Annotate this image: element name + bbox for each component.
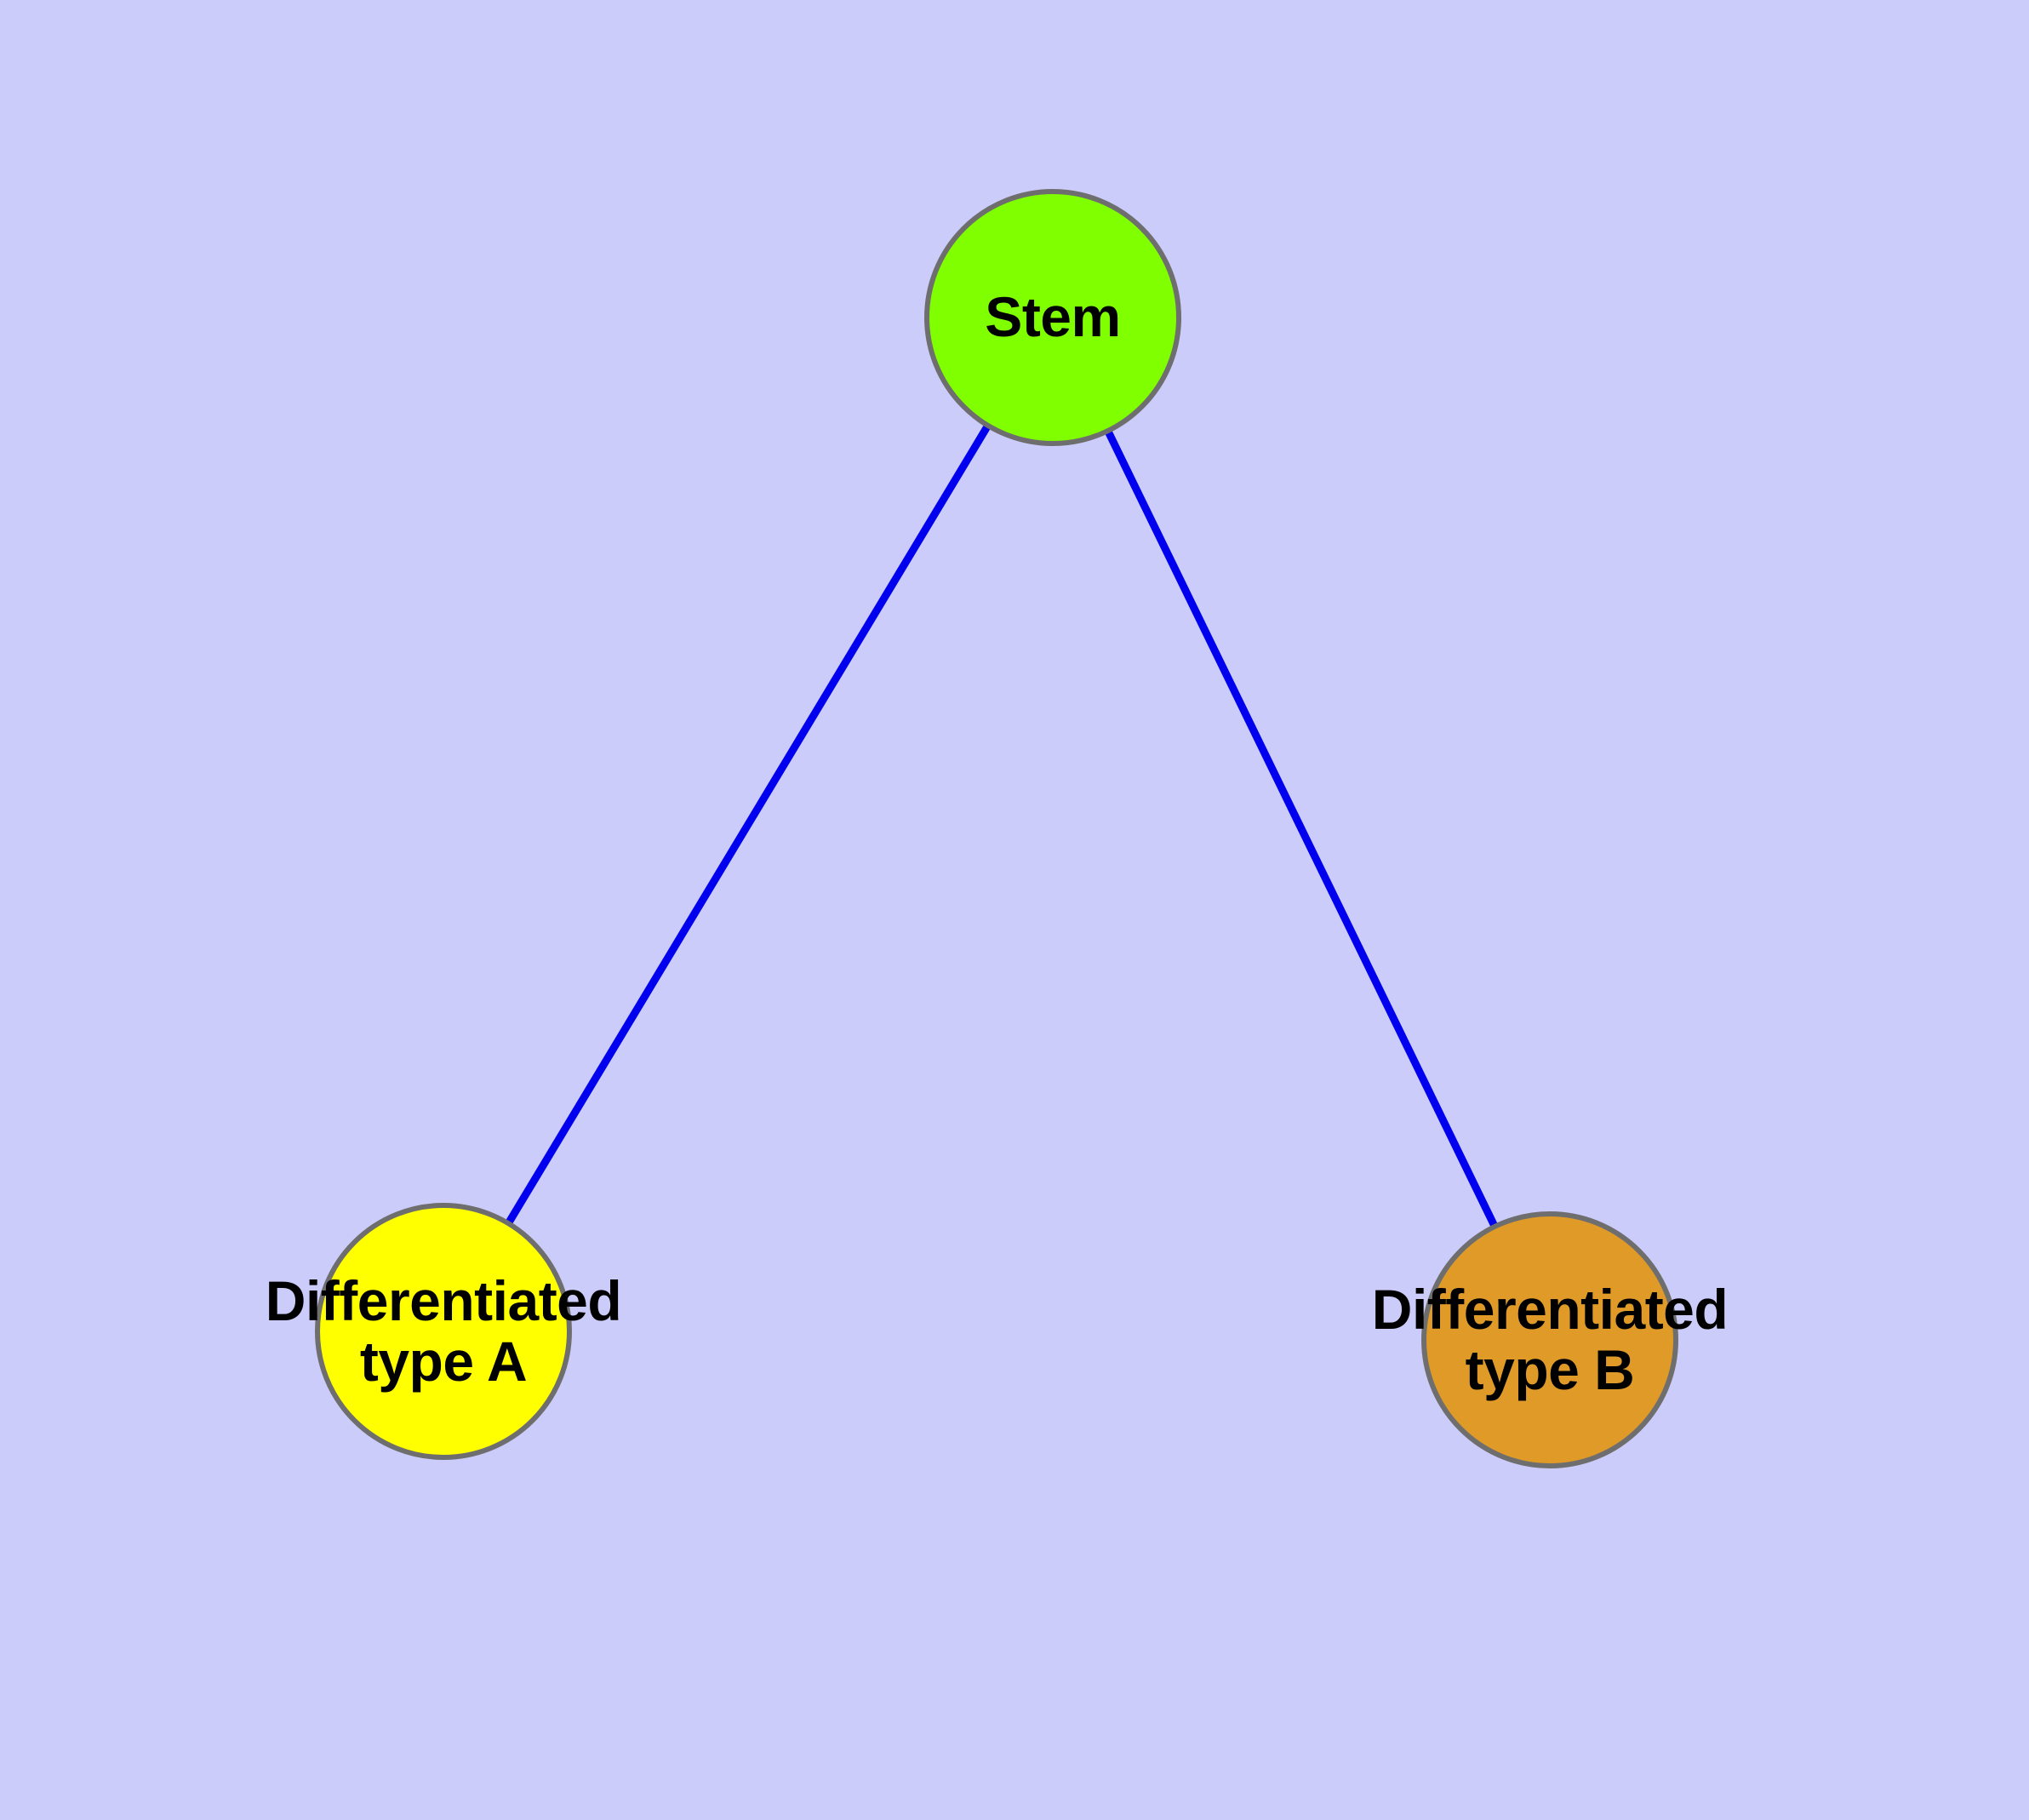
node-differentiated-type-a[interactable] <box>315 1203 572 1460</box>
node-stem[interactable] <box>924 189 1181 446</box>
edge-stem-to-diff-b <box>1049 316 1554 1342</box>
edge-stem-to-diff-a <box>440 315 1056 1334</box>
node-differentiated-type-b[interactable] <box>1421 1211 1678 1468</box>
